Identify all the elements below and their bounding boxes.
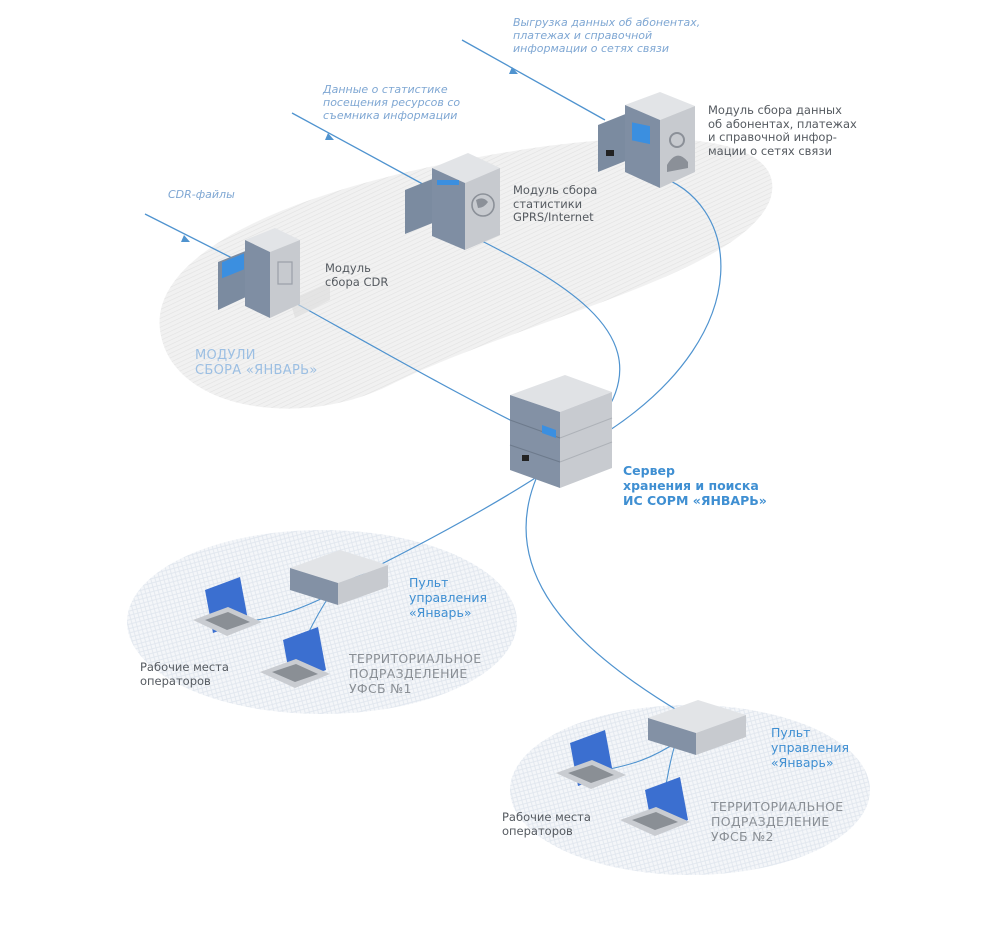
laptop-icon [193,577,262,636]
incoming-line-gprs [291,112,431,189]
display-icon [437,180,459,185]
connector-server-ufsb2 [525,459,681,713]
module-label-cdr: Модуль сбора CDR [325,261,389,289]
module-label-gprs: Модуль сбора статистики GPRS/Internet [513,183,598,225]
unit-label-ufsb1: ТЕРРИТОРИАЛЬНОЕ ПОДРАЗДЕЛЕНИЕ УФСБ №1 [349,651,482,696]
arrow-icon [509,67,518,74]
module-cdr [218,228,330,318]
control-console-icon [290,550,388,605]
connector-subscribers-server [609,174,722,431]
laptop-icon [620,777,690,836]
branch-ufsb2-devices [556,700,746,836]
connector-gprs-server [469,234,621,406]
waveform-icon [222,253,244,279]
person-icon [667,132,688,172]
connector-cdr-server [289,299,521,426]
collection-zone [159,138,773,409]
arrow-icon [325,133,334,140]
incoming-label-cdr: CDR-файлы [168,188,235,201]
branch-zone-ufsb1 [127,530,517,714]
collection-zone-title: МОДУЛИ СБОРА «ЯНВАРЬ» [195,348,318,379]
workstations-label-ufsb1: Рабочие места операторов [140,660,229,688]
control-console-icon [648,700,746,755]
incoming-line-subscribers [461,39,606,121]
console-label-ufsb2: Пульт управления «Январь» [771,725,850,770]
module-gprs [405,153,500,250]
grid-screen-icon [632,122,650,145]
unit-label-ufsb2: ТЕРРИТОРИАЛЬНОЕ ПОДРАЗДЕЛЕНИЕ УФСБ №2 [711,799,844,844]
workstations-label-ufsb2: Рабочие места операторов [502,810,591,838]
incoming-label-subscribers: Выгрузка данных об абонентах, платежах и… [513,16,701,55]
module-subscribers [598,92,695,188]
central-server-label: Сервер хранения и поиска ИС СОРМ «ЯНВАРЬ… [623,463,767,508]
laptop-icon [556,730,626,789]
globe-icon [471,193,495,217]
console-label-ufsb1: Пульт управления «Январь» [409,575,488,620]
central-server [509,375,613,488]
arrow-icon [181,235,190,242]
branch-ufsb1-devices [193,550,388,688]
laptop-icon [260,627,330,688]
document-icon [277,261,293,285]
rack-server-icon [510,375,612,412]
incoming-line-cdr [144,213,241,263]
module-label-subscribers: Модуль сбора данных об абонентах, платеж… [708,103,857,158]
incoming-label-gprs: Данные о статистике посещения ресурсов с… [323,83,461,122]
